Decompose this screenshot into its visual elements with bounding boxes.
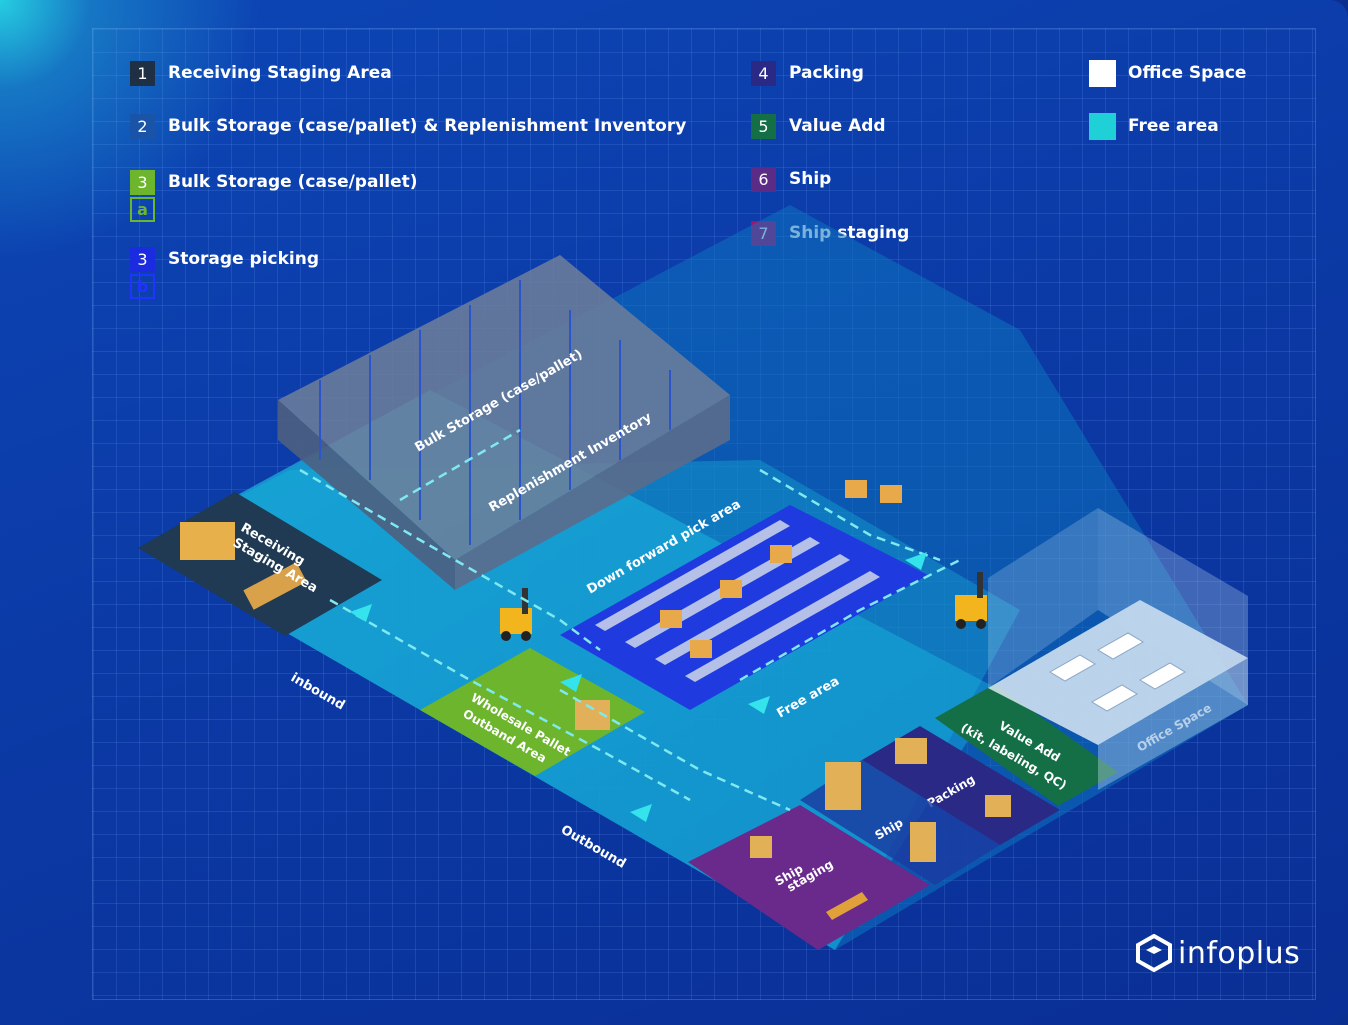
legend-item-office-space: Office Space: [1089, 60, 1246, 87]
infoplus-cube-icon: [1136, 934, 1172, 972]
infoplus-logo: infoplus: [1136, 934, 1300, 972]
ship-staging-zone: [688, 805, 930, 950]
legend-swatch: [1089, 113, 1116, 140]
wholesale-pallet-zone: [420, 648, 645, 776]
forklift-icon: [955, 572, 987, 629]
pallet-jack-icon: [826, 892, 868, 920]
pick-boxes: [660, 480, 902, 658]
office-desks: [1049, 632, 1186, 712]
legend-label: Receiving Staging Area: [168, 63, 392, 83]
packing-station-2: [985, 795, 1011, 817]
down-forward-pick-zone: [560, 505, 928, 710]
legend-item-bulk-replenishment: 2 Bulk Storage (case/pallet) & Replenish…: [130, 114, 686, 139]
ship-staging-boxes: [750, 836, 772, 858]
legend-badge: 5: [751, 114, 776, 139]
legend-item-ship: 6 Ship: [751, 167, 831, 192]
legend-item-receiving: 1 Receiving Staging Area: [130, 61, 392, 86]
legend-sub-badge: b: [130, 274, 155, 299]
legend-swatch: [1089, 60, 1116, 87]
office-wall-front: [1098, 658, 1248, 790]
bulk-storage-racks: [278, 255, 730, 560]
office-wall-back: [1098, 508, 1248, 705]
ship-boxes: [825, 762, 861, 810]
brand-name: infoplus: [1178, 935, 1301, 971]
bulk-storage-rack-side: [278, 400, 455, 590]
bulk-storage-rack-front: [455, 395, 730, 590]
receiving-pallet: [243, 562, 307, 610]
legend-label: Free area: [1128, 116, 1219, 136]
inbound-label: inbound: [288, 670, 347, 713]
legend-label: Office Space: [1128, 63, 1247, 83]
legend-label: Bulk Storage (case/pallet): [168, 172, 418, 192]
legend-label: Ship: [789, 169, 832, 189]
value-add-zone: [935, 684, 1118, 806]
legend-item-free-area: Free area: [1089, 113, 1219, 140]
legend-label: Value Add: [789, 116, 886, 136]
legend-badge: 2: [130, 114, 155, 139]
legend-item-bulk-storage: 3 a Bulk Storage (case/pallet): [130, 170, 418, 222]
rack-uprights: [319, 280, 671, 545]
ship-boxes-2: [910, 822, 936, 862]
flow-arrows: [350, 552, 927, 822]
office-wall-left: [988, 508, 1098, 688]
legend-label: Bulk Storage (case/pallet) & Replenishme…: [168, 116, 687, 136]
legend-badge: 3: [130, 247, 155, 272]
legend-sub-badge: a: [130, 197, 155, 222]
legend-label: Packing: [789, 63, 864, 83]
legend-item-packing: 4 Packing: [751, 61, 864, 86]
warehouse-floor-front: [140, 390, 1000, 950]
packing-station: [895, 738, 927, 764]
legend-label: Storage picking: [168, 249, 319, 269]
outbound-label: Outbound: [558, 822, 628, 871]
legend-badge: 3: [130, 170, 155, 195]
receiving-boxes: [180, 522, 235, 560]
office-space-floor: [988, 600, 1248, 745]
legend-item-value-add: 5 Value Add: [751, 114, 886, 139]
legend-badge: 6: [751, 167, 776, 192]
legend-badge: 4: [751, 61, 776, 86]
legend-item-storage-picking: 3 b Storage picking: [130, 247, 319, 299]
legend-badge: 1: [130, 61, 155, 86]
flow-paths: [299, 428, 961, 812]
